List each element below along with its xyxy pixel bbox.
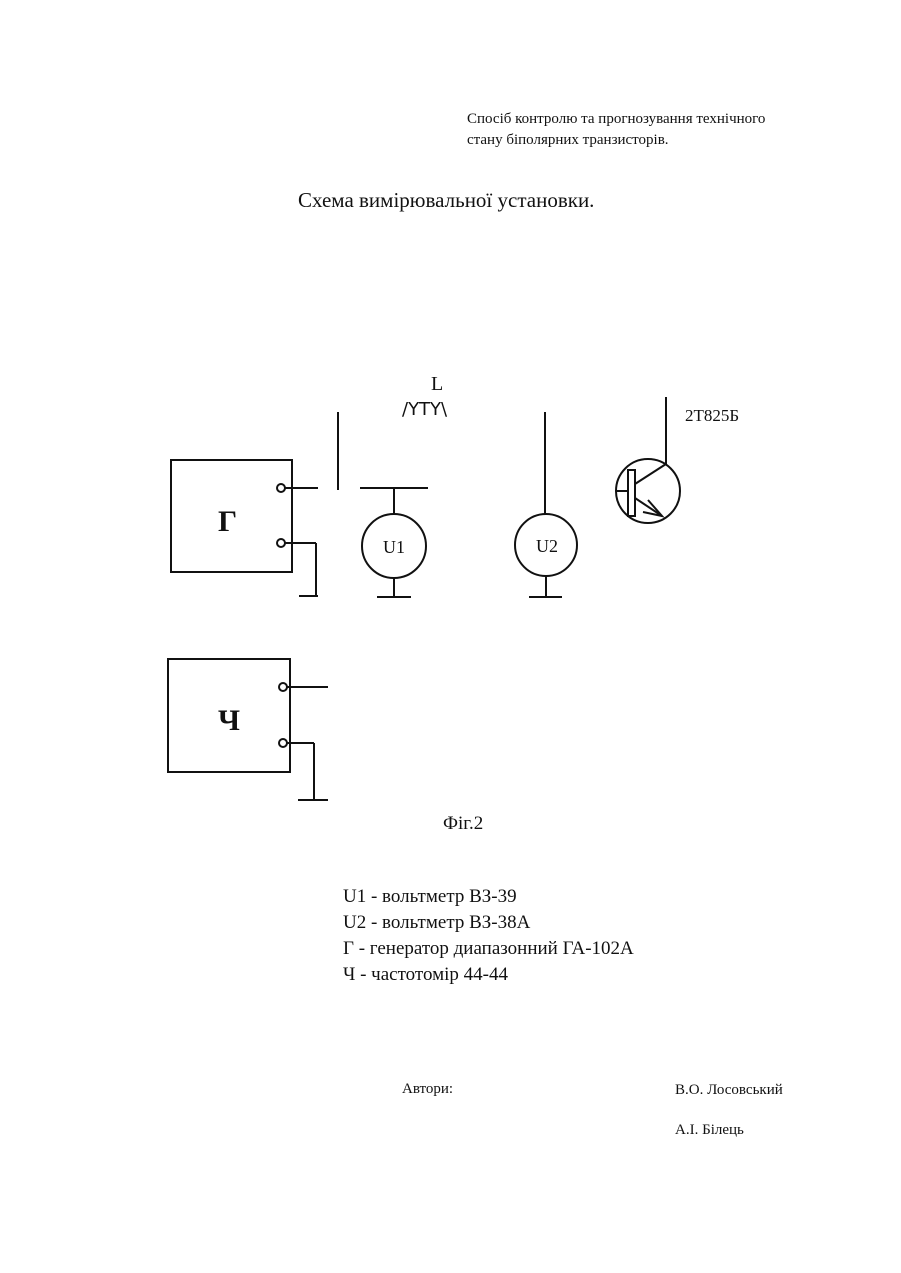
frequency-meter-label: Ч xyxy=(218,704,240,737)
generator-terminal-top xyxy=(277,484,285,492)
frequency-meter-terminal-top xyxy=(279,683,287,691)
legend-item: U2 - вольтметр ВЗ-38А xyxy=(343,910,634,936)
measurement-schematic: L /YTY\ 2Т825Б Г Ч U1 U2 xyxy=(0,0,901,900)
generator-terminal-bottom xyxy=(277,539,285,547)
legend-item: Ч - частотомір 44-44 xyxy=(343,962,634,988)
authors-label: Автори: xyxy=(402,1081,453,1098)
inductor-label: L xyxy=(431,373,443,395)
transistor-label: 2Т825Б xyxy=(685,406,739,425)
generator-label: Г xyxy=(218,505,237,538)
voltmeter-u1-label: U1 xyxy=(383,537,405,557)
voltmeter-u2-label: U2 xyxy=(536,536,558,556)
frequency-meter-terminal-bottom xyxy=(279,739,287,747)
legend-item: U1 - вольтметр ВЗ-39 xyxy=(343,884,634,910)
legend: U1 - вольтметр ВЗ-39 U2 - вольтметр ВЗ-3… xyxy=(343,884,634,988)
inductor-symbol: /YTY\ xyxy=(402,399,448,420)
author-name: А.І. Білець xyxy=(675,1122,744,1139)
author-name: В.О. Лосовський xyxy=(675,1082,783,1099)
figure-caption: Фіг.2 xyxy=(443,813,483,835)
legend-item: Г - генератор диапазонний ГА-102А xyxy=(343,936,634,962)
